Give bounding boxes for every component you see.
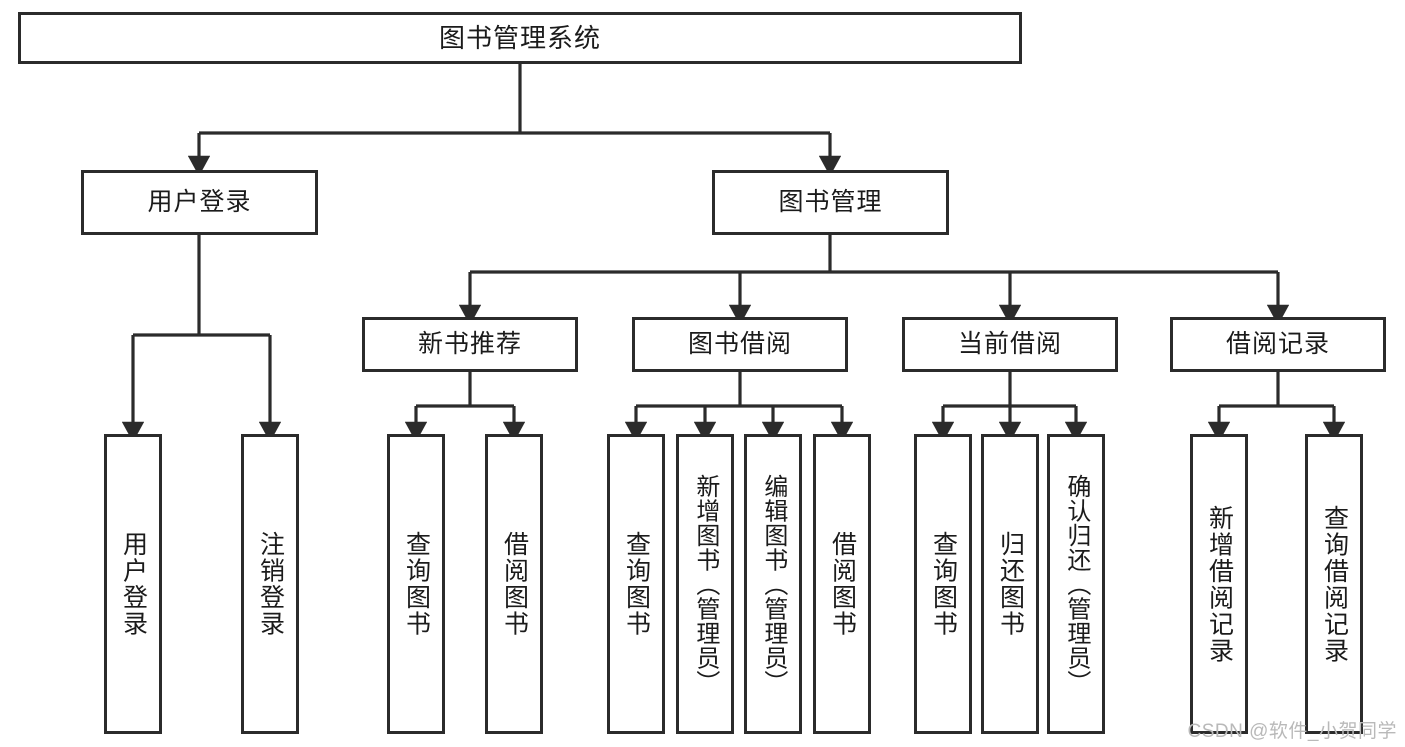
node-leaf-current-return-book[interactable]: 归还图书 — [981, 434, 1039, 734]
node-leaf-borrow-edit-book-admin[interactable]: 编辑图书（管理员） — [744, 434, 802, 734]
node-label: 用户登录 — [147, 187, 252, 216]
node-leaf-record-query-record[interactable]: 查询借阅记录 — [1305, 434, 1363, 734]
node-label: 新增图书（管理员） — [691, 473, 719, 695]
node-label: 图书管理 — [778, 187, 883, 216]
node-label: 新增借阅记录 — [1205, 504, 1234, 664]
node-leaf-borrow-borrow-book[interactable]: 借阅图书 — [813, 434, 871, 734]
node-leaf-record-add-record[interactable]: 新增借阅记录 — [1190, 434, 1248, 734]
node-label: 查询借阅记录 — [1320, 504, 1349, 664]
node-label: 查询图书 — [402, 531, 431, 637]
node-book-borrow[interactable]: 图书借阅 — [632, 317, 848, 372]
node-label: 借阅图书 — [828, 531, 857, 637]
node-leaf-current-confirm-return-admin[interactable]: 确认归还（管理员） — [1047, 434, 1105, 734]
node-label: 注销登录 — [256, 531, 285, 637]
node-label: 确认归还（管理员） — [1062, 473, 1090, 695]
node-label: 编辑图书（管理员） — [759, 473, 787, 695]
node-leaf-new-book-borrow[interactable]: 借阅图书 — [485, 434, 543, 734]
node-leaf-user-login-login[interactable]: 用户登录 — [104, 434, 162, 734]
node-label: 归还图书 — [996, 531, 1025, 637]
node-label: 借阅图书 — [500, 531, 529, 637]
node-leaf-borrow-query-book[interactable]: 查询图书 — [607, 434, 665, 734]
node-label: 查询图书 — [622, 531, 651, 637]
node-book-management[interactable]: 图书管理 — [712, 170, 949, 235]
node-label: 借阅记录 — [1225, 329, 1330, 358]
node-borrow-record[interactable]: 借阅记录 — [1170, 317, 1386, 372]
node-label: 图书借阅 — [687, 329, 792, 358]
node-label: 查询图书 — [929, 531, 958, 637]
node-label: 图书管理系统 — [438, 22, 601, 53]
node-new-book-recommend[interactable]: 新书推荐 — [362, 317, 578, 372]
node-label: 用户登录 — [119, 531, 148, 637]
node-current-borrow[interactable]: 当前借阅 — [902, 317, 1118, 372]
node-leaf-user-login-logout[interactable]: 注销登录 — [241, 434, 299, 734]
node-leaf-new-book-query[interactable]: 查询图书 — [387, 434, 445, 734]
csdn-watermark: CSDN @软件_小贺同学 — [1187, 721, 1397, 742]
node-label: 新书推荐 — [417, 329, 522, 358]
node-label: 当前借阅 — [957, 329, 1062, 358]
node-leaf-borrow-add-book-admin[interactable]: 新增图书（管理员） — [676, 434, 734, 734]
node-root-book-management-system[interactable]: 图书管理系统 — [18, 12, 1022, 64]
node-user-login[interactable]: 用户登录 — [81, 170, 318, 235]
node-leaf-current-query-book[interactable]: 查询图书 — [914, 434, 972, 734]
